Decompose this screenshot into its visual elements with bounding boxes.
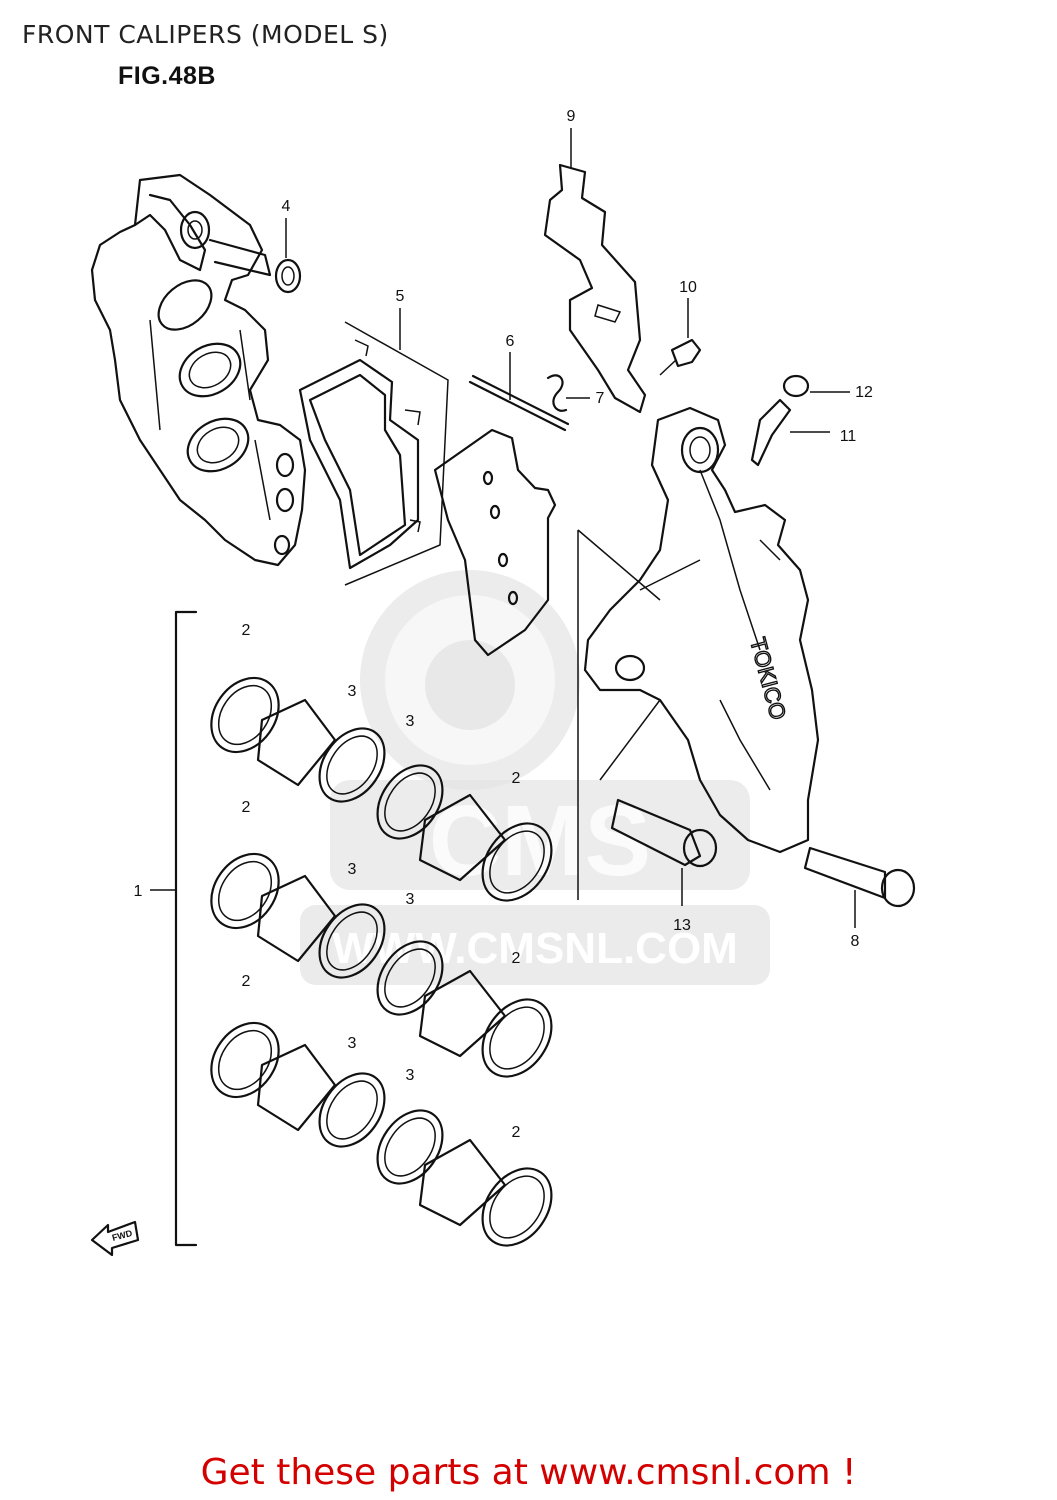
callout-4: 4: [282, 198, 291, 215]
callout-3: 3: [406, 713, 415, 730]
callout-2: 2: [242, 622, 251, 639]
part-8-bolt: [803, 846, 916, 928]
callout-3: 3: [348, 683, 357, 700]
callout-2: 2: [512, 1124, 521, 1141]
part-10-screw: [659, 298, 702, 376]
cmsnl-parts-link[interactable]: Get these parts at www.cmsnl.com !: [200, 1452, 857, 1493]
group-bracket: [150, 610, 198, 1247]
caliper-marking-text: TOKICO: [745, 635, 791, 723]
part-13-bolt: [610, 798, 718, 906]
part-11-bleeder-and-12-cap: [750, 374, 850, 467]
callout-3: 3: [348, 1035, 357, 1052]
callout-3: 3: [406, 891, 415, 908]
callout-10: 10: [679, 279, 697, 296]
callout-5: 5: [396, 288, 405, 305]
part-5-brake-pad: [298, 308, 449, 586]
callout-1: 1: [134, 883, 143, 900]
fwd-arrow-icon: FWD: [90, 1220, 140, 1257]
piston-seal-sets: [210, 676, 553, 1247]
callout-12: 12: [855, 384, 873, 401]
callout-7: 7: [596, 390, 605, 407]
callout-13: 13: [673, 917, 691, 934]
part-9-pad-spring-bracket: [543, 128, 647, 414]
callout-3: 3: [406, 1067, 415, 1084]
figure-label: FIG.48B: [118, 62, 216, 90]
cms-watermark: CMS WWW.CMSNL.COM: [300, 570, 770, 985]
callout-2: 2: [512, 770, 521, 787]
callout-6: 6: [506, 333, 515, 350]
page-title: FRONT CALIPERS (MODEL S): [22, 20, 389, 49]
callout-8: 8: [851, 933, 860, 950]
callout-11: 11: [840, 428, 857, 445]
caliper-inner-half: [90, 173, 307, 567]
callout-9: 9: [567, 108, 576, 125]
part-6-pin-and-7-clip: [468, 352, 590, 432]
part-5-brake-pad-backing: [433, 428, 557, 657]
callout-2: 2: [512, 950, 521, 967]
callout-2: 2: [242, 973, 251, 990]
watermark-logo: CMS: [429, 785, 651, 897]
part-4-bolt-washer: [208, 218, 302, 294]
callout-2: 2: [242, 799, 251, 816]
callout-3: 3: [348, 861, 357, 878]
